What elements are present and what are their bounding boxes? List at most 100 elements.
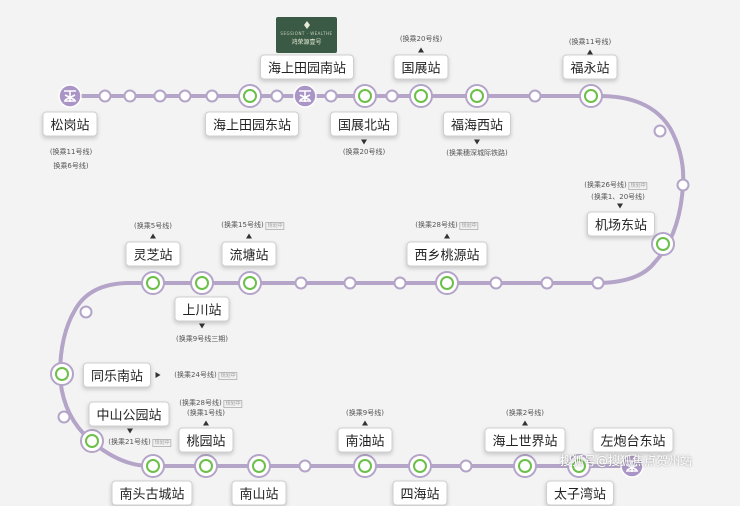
station-label-haishang-shijie[interactable]: 海上世界站	[484, 427, 566, 453]
interchange-stations	[50, 84, 675, 478]
station-dot	[540, 276, 554, 290]
interchange-icon	[194, 454, 218, 478]
station-dot	[178, 89, 192, 103]
interchange-icon	[50, 362, 74, 386]
station-dot	[385, 89, 399, 103]
station-label-taoyuan[interactable]: 桃园站	[178, 427, 234, 453]
station-dot	[205, 89, 219, 103]
interchange-ring	[435, 271, 459, 295]
interchange-ring	[465, 84, 489, 108]
interchange-icon	[465, 84, 489, 108]
station-dot	[528, 89, 542, 103]
interchange-ring	[513, 454, 537, 478]
interchange-ring	[238, 271, 262, 295]
transfer-note: (换乘20号线)	[399, 35, 443, 43]
interchange-core	[252, 459, 266, 473]
station-label-lingzhi[interactable]: 灵芝站	[125, 241, 181, 267]
interchange-icon	[579, 84, 603, 108]
station-label-zhongshan-gongyuan[interactable]: 中山公园站	[88, 401, 170, 427]
interchange-icon	[651, 232, 675, 256]
interchange-core	[413, 459, 427, 473]
station-label-nanyou[interactable]: 南油站	[337, 427, 393, 453]
interchange-ring	[50, 362, 74, 386]
interchange-ring	[579, 84, 603, 108]
interchange-ring	[247, 454, 271, 478]
interchange-icon	[190, 271, 214, 295]
arrow-up-icon	[444, 233, 450, 239]
station-label-haishang-tianyuan-nan[interactable]: 海上田园南站	[259, 54, 355, 80]
station-label-guozhan[interactable]: 国展站	[393, 54, 449, 80]
transfer-note: (换乘11号线)	[568, 38, 612, 46]
station-label-shangchuan[interactable]: 上川站	[174, 296, 230, 322]
arrow-up-icon	[362, 420, 368, 426]
transfer-note: (换乘15号线)规划中	[221, 221, 285, 230]
station-label-nantou-gucheng[interactable]: 南头古城站	[111, 480, 193, 506]
station-dot	[294, 276, 308, 290]
interchange-core	[572, 459, 586, 473]
station-label-taizi-wan[interactable]: 太子湾站	[545, 480, 615, 506]
station-label-fuyong[interactable]: 福永站	[562, 54, 618, 80]
metro-icon	[58, 84, 82, 108]
interchange-ring	[80, 429, 104, 453]
interchange-core	[358, 89, 372, 103]
interchange-core	[55, 367, 69, 381]
station-dot	[270, 89, 284, 103]
transfer-note: (换乘9号线)	[346, 409, 384, 417]
arrow-up-icon	[418, 47, 424, 53]
station-label-nanshan[interactable]: 南山站	[231, 480, 287, 506]
station-label-guozhan-bei[interactable]: 国展北站	[329, 111, 399, 137]
interchange-ring	[567, 454, 591, 478]
arrow-down-icon	[127, 428, 133, 434]
station-label-fuhai-xi[interactable]: 福海西站	[442, 111, 512, 137]
interchange-core	[440, 276, 454, 290]
station-dot	[459, 459, 473, 473]
minor-stations	[57, 89, 690, 473]
interchange-icon	[513, 454, 537, 478]
station-label-haishang-tianyuan-dong[interactable]: 海上田园东站	[204, 111, 300, 137]
transfer-note: (换乘1号线)	[187, 409, 225, 417]
interchange-icon	[408, 454, 432, 478]
interchange-core	[199, 459, 213, 473]
station-dot	[489, 276, 503, 290]
metro-icon	[620, 454, 644, 478]
transfer-note: (换乘28号线)规划中	[415, 221, 479, 230]
transfer-note: (换乘2号线)	[506, 409, 544, 417]
arrow-up-icon	[522, 420, 528, 426]
development-logo: SEGSIONT · WEALTHE 鸿荣源壹号	[276, 17, 337, 53]
station-dot	[393, 276, 407, 290]
arrow-up-icon	[150, 233, 156, 239]
leaf-icon	[303, 21, 310, 29]
station-dot	[591, 276, 605, 290]
transfer-note: (换乘20号线)	[342, 148, 386, 156]
transfer-note: (换乘1、20号线)	[591, 193, 645, 201]
interchange-ring	[194, 454, 218, 478]
interchange-core	[146, 459, 160, 473]
transfer-note: (换乘26号线)规划中	[584, 181, 648, 190]
interchange-icon	[238, 271, 262, 295]
interchange-ring	[238, 84, 262, 108]
transfer-note: (换乘11号线)	[49, 148, 93, 156]
station-dot	[98, 89, 112, 103]
metro-logos	[58, 84, 644, 478]
interchange-icon	[435, 271, 459, 295]
station-label-liutang[interactable]: 流塘站	[221, 241, 277, 267]
station-dot	[153, 89, 167, 103]
station-label-sihai[interactable]: 四海站	[392, 480, 448, 506]
station-label-jichang-dong[interactable]: 机场东站	[586, 211, 656, 237]
transfer-note: (换乘24号线)规划中	[174, 371, 238, 380]
station-label-songgang[interactable]: 松岗站	[42, 111, 98, 137]
interchange-ring	[408, 454, 432, 478]
metro-icon	[293, 84, 317, 108]
station-label-zuopaotai-dong[interactable]: 左炮台东站	[592, 427, 674, 453]
station-dot	[343, 276, 357, 290]
interchange-icon	[353, 454, 377, 478]
station-label-tongle-nan[interactable]: 同乐南站	[82, 362, 152, 388]
station-label-xixiang-taoyuan[interactable]: 西乡桃源站	[406, 241, 488, 267]
transfer-note: (换乘28号线)规划中	[179, 399, 243, 408]
station-dot	[79, 305, 93, 319]
interchange-ring	[141, 454, 165, 478]
arrow-up-icon	[587, 49, 593, 55]
watermark: 搜狐号@搜狐焦点贺州站	[560, 454, 693, 468]
interchange-ring	[651, 232, 675, 256]
